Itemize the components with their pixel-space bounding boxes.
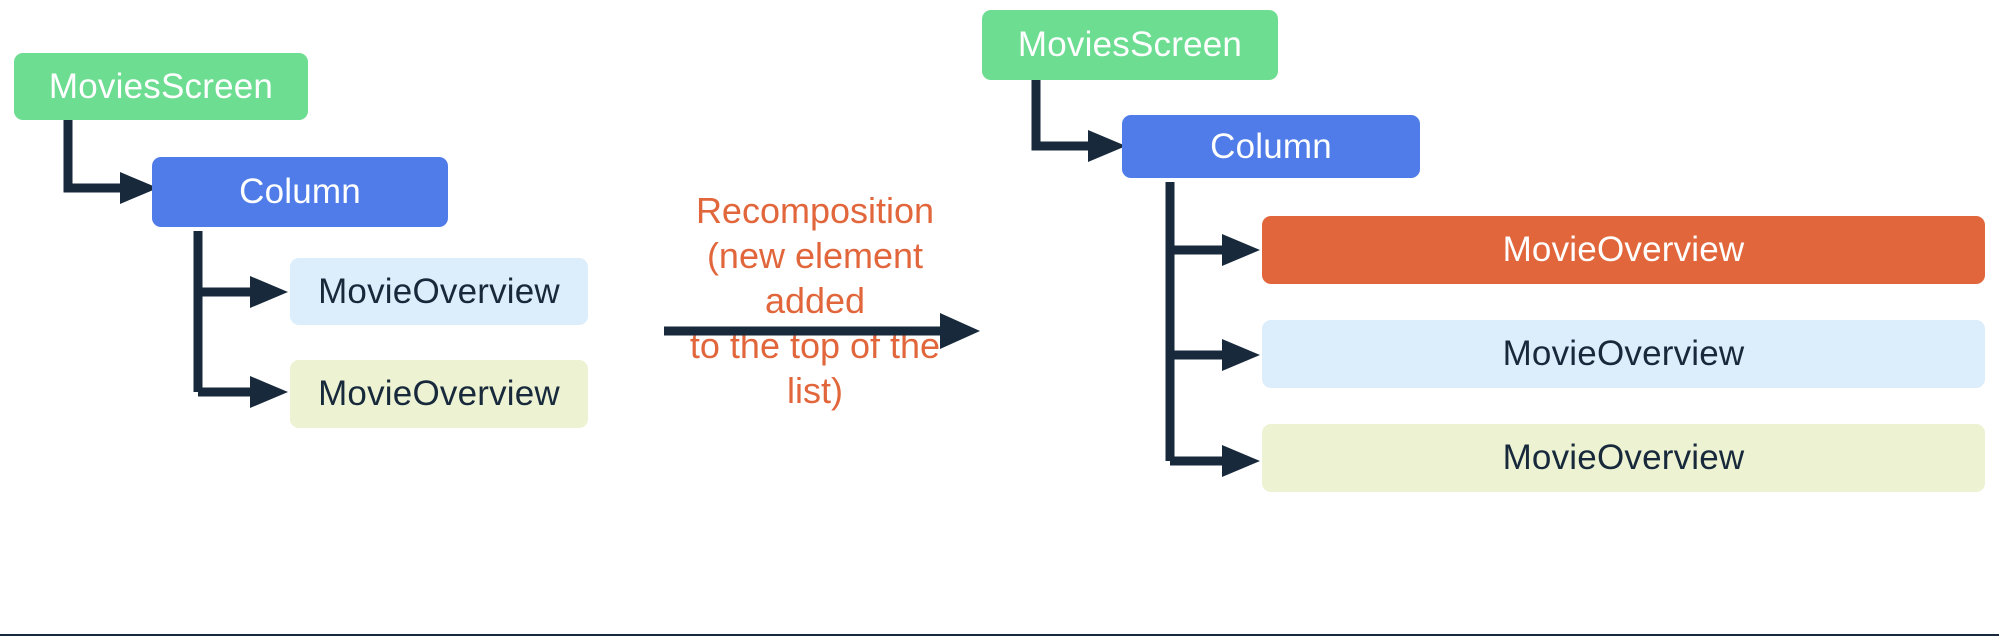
before-node-movies-screen: MoviesScreen [14,53,308,120]
before-connector-column-to-children [192,227,302,417]
after-node-movie-overview-1: MovieOverview [1262,216,1985,284]
after-node-movies-screen-label: MoviesScreen [1017,25,1243,64]
before-node-movie-overview-2-label: MovieOverview [318,374,560,413]
after-connector-column-to-children [1164,178,1274,488]
after-node-movies-screen: MoviesScreen [982,10,1278,80]
before-connector-root-to-column [62,120,162,204]
after-node-movie-overview-3-label: MovieOverview [1502,438,1745,477]
before-node-column-label: Column [239,172,361,211]
transition-arrow [662,308,982,354]
after-connector-root-to-column [1030,80,1130,162]
after-node-column-label: Column [1210,126,1332,166]
before-node-column: Column [152,157,448,227]
before-node-movie-overview-1: MovieOverview [290,258,588,325]
after-node-column: Column [1122,115,1420,178]
before-node-movie-overview-2: MovieOverview [290,360,588,428]
before-node-movies-screen-label: MoviesScreen [48,66,274,106]
after-node-movie-overview-2: MovieOverview [1262,320,1985,388]
before-node-movie-overview-1-label: MovieOverview [318,271,560,311]
after-node-movie-overview-1-label: MovieOverview [1502,230,1745,269]
bottom-divider [0,634,1999,636]
after-node-movie-overview-2-label: MovieOverview [1502,334,1745,373]
recomposition-caption: Recomposition (new element added to the … [689,190,941,411]
after-node-movie-overview-3: MovieOverview [1262,424,1985,492]
